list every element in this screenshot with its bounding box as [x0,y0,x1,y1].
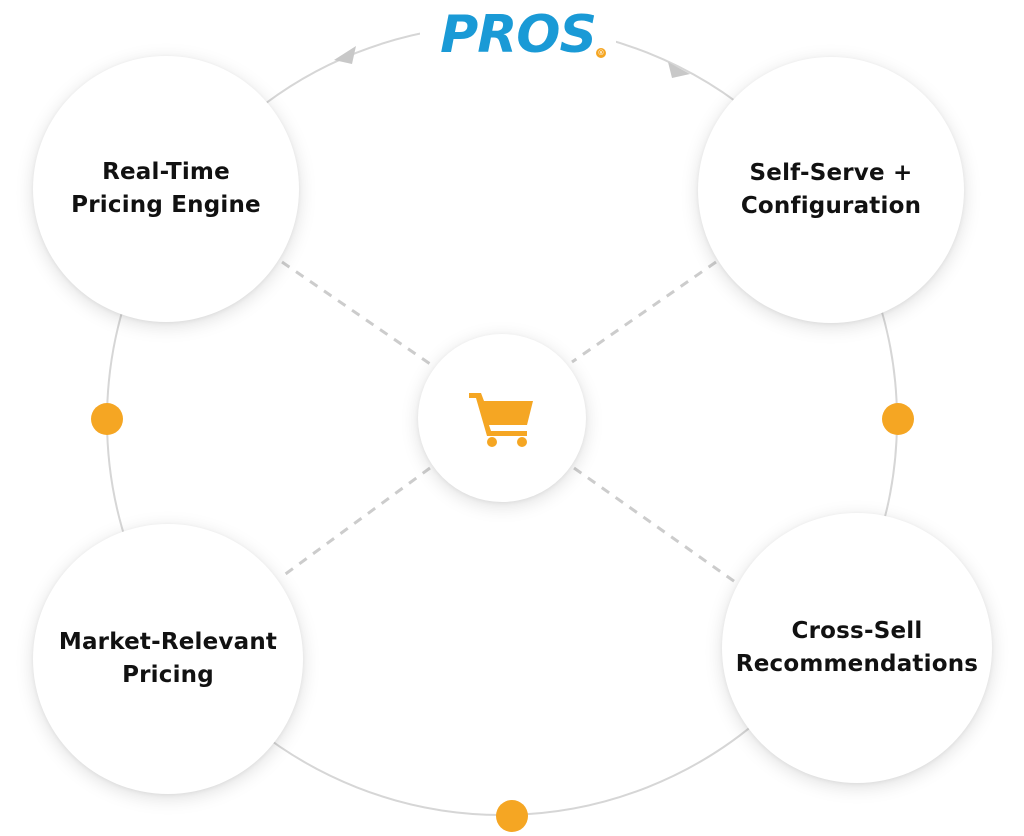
node-label: Real-Time Pricing Engine [71,156,261,222]
spoke-bottom-left [279,466,431,580]
node-label-line2: Pricing Engine [71,192,261,218]
node-label-line2: Pricing [122,662,214,688]
spoke-bottom-right [573,466,739,586]
accent-dot-right [882,403,914,435]
accent-dot-bottom [496,800,528,832]
node-real-time-pricing-engine: Real-Time Pricing Engine [33,56,299,322]
node-label-line1: Market-Relevant [58,629,278,655]
shopping-cart-icon [469,393,533,447]
node-cross-sell-recommendations: Cross-Sell Recommendations [722,513,992,783]
arrow-left-icon [334,46,356,64]
node-label-line2: Configuration [740,193,922,219]
node-self-serve-configuration: Self-Serve + Configuration [698,57,964,323]
node-label-line1: Cross-Sell [791,618,923,644]
accent-dot-left [91,403,123,435]
pros-logo: PROS ® [420,2,616,68]
registered-mark: ® [596,48,606,58]
logo-wordmark: PROS [440,5,597,65]
node-label: Market-Relevant Pricing [59,626,277,692]
node-label-line2: Recommendations [735,651,979,677]
arrow-right-icon [668,62,690,78]
spoke-top-right [571,260,717,364]
node-center-cart [418,334,586,502]
node-market-relevant-pricing: Market-Relevant Pricing [33,524,303,794]
spoke-top-left [281,260,437,370]
node-label: Self-Serve + Configuration [741,157,921,223]
node-label-line1: Real-Time [102,159,230,185]
node-label-line1: Self-Serve + [749,160,913,186]
node-label: Cross-Sell Recommendations [736,615,978,681]
